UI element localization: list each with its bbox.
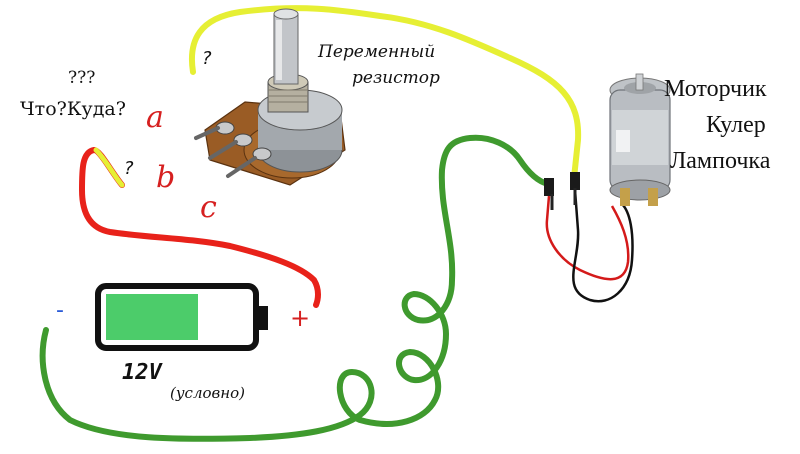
pin-a-label: a: [146, 100, 164, 135]
load-label-lamp: Лампочка: [670, 148, 771, 174]
motor: [544, 73, 671, 303]
battery-charge: [106, 294, 198, 340]
question-mark-top: ?: [202, 48, 212, 69]
load-label-motor: Моторчик: [664, 76, 767, 102]
battery-minus-sign: -: [56, 298, 64, 323]
battery-plus-sign: +: [290, 304, 311, 332]
what-where-label: Что?Куда?: [20, 98, 126, 120]
resistor-label-line2: резистор: [352, 68, 440, 88]
voltage-label: 12V: [122, 360, 162, 385]
yellow-wire: [189, 5, 582, 181]
question-mark-left: ?: [124, 158, 134, 179]
load-label-cooler: Кулер: [706, 112, 766, 138]
pin-c-label: c: [200, 190, 217, 225]
potentiometer: [194, 8, 346, 186]
question-marks-label: ???: [68, 68, 96, 88]
resistor-label-line1: Переменный: [318, 42, 436, 62]
pin-b-label: b: [156, 160, 176, 195]
yellow-wire-tail: [93, 147, 125, 188]
conditional-label: (условно): [170, 384, 246, 402]
green-wire: [39, 134, 551, 442]
battery: [95, 283, 268, 351]
